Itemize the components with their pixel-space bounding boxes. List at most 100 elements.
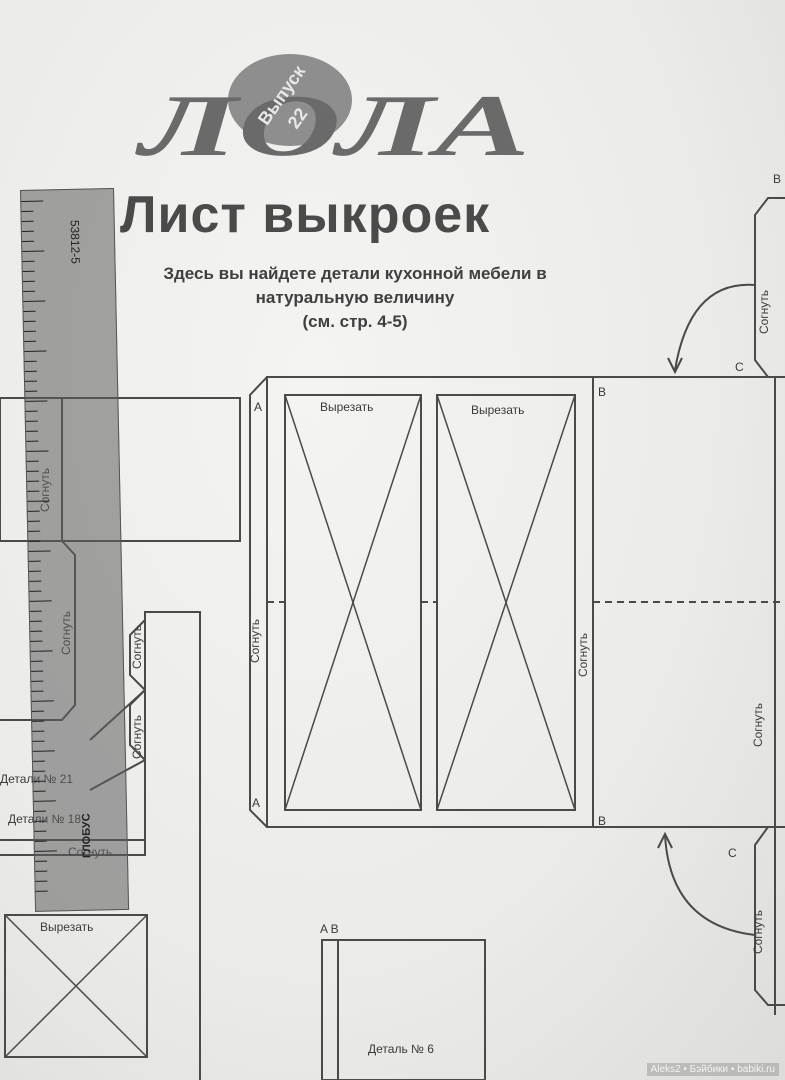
ruler-tick: [22, 270, 35, 272]
ruler-tick: [34, 840, 47, 842]
ruler-tick: [35, 860, 48, 862]
ruler-tick: [35, 880, 48, 882]
ruler-tick: [30, 640, 43, 642]
ruler-brand: ГЛОБУС: [80, 813, 94, 859]
ruler-tick: [31, 700, 54, 702]
ruler-tick: [22, 240, 35, 242]
ruler-tick: [35, 870, 48, 872]
ruler-tick: [25, 420, 38, 422]
ruler-tick: [28, 540, 41, 542]
point-ab: A B: [320, 922, 339, 936]
ruler-tick: [23, 330, 36, 332]
ruler-tick: [34, 820, 47, 822]
ruler: 53812-5 ГЛОБУС: [20, 188, 130, 912]
main-piece: [266, 376, 594, 828]
ruler-tick: [32, 760, 45, 762]
fold-label-bottom-flap: Согнуть: [751, 909, 766, 955]
ruler-tick: [33, 770, 46, 772]
logo-badge: [228, 54, 352, 146]
ruler-tick: [29, 580, 42, 582]
subtitle-line-2: натуральную величину: [255, 288, 455, 307]
point-a-bottom: A: [252, 796, 261, 810]
fold-label-top-flap: Согнуть: [757, 289, 772, 335]
ruler-tick: [21, 200, 44, 202]
ruler-tick: [31, 680, 44, 682]
ruler-tick: [25, 390, 38, 392]
ruler-tick: [30, 650, 53, 652]
fold-label-main: Согнуть: [576, 632, 591, 678]
ruler-tick: [27, 480, 40, 482]
ruler-tick: [30, 620, 43, 622]
ruler-tick: [27, 520, 40, 522]
point-b-bottom: B: [598, 814, 607, 828]
ruler-tick: [21, 210, 34, 212]
ruler-tick: [30, 630, 43, 632]
ruler-tick: [29, 600, 52, 602]
ruler-tick: [28, 560, 41, 562]
cut-label-1: Вырезать: [320, 400, 374, 414]
ruler-tick: [30, 660, 43, 662]
ruler-tick: [34, 830, 47, 832]
ruler-tick: [34, 810, 47, 812]
ruler-tick: [33, 790, 46, 792]
ruler-tick: [32, 750, 55, 752]
fold-label-right: Согнуть: [751, 702, 766, 748]
detail-6-label: Деталь № 6: [368, 1042, 434, 1056]
ruler-tick: [26, 450, 49, 452]
watermark-caption: Aleks2 • Бэйбики • babiki.ru: [646, 1063, 779, 1076]
ruler-tick: [24, 370, 37, 372]
ruler-tick: [24, 340, 37, 342]
ruler-tick: [28, 530, 41, 532]
ruler-tick: [26, 460, 39, 462]
ruler-tick: [22, 280, 35, 282]
subtitle-line-1: Здесь вы найдете детали кухонной мебели …: [163, 264, 547, 283]
logo-text: ЛОЛА: [135, 78, 530, 175]
ruler-tick: [24, 350, 47, 352]
ruler-tick: [31, 710, 44, 712]
ruler-tick: [31, 690, 44, 692]
cut-label-2: Вырезать: [471, 403, 525, 417]
ruler-tick: [23, 300, 46, 302]
subtitle: Здесь вы найдете детали кухонной мебели …: [95, 262, 615, 334]
ruler-tick: [26, 430, 39, 432]
page-title: Лист выкроек: [120, 186, 491, 244]
point-b-top: B: [598, 385, 607, 399]
ruler-tick: [27, 490, 40, 492]
ruler-tick: [26, 440, 39, 442]
ruler-tick: [23, 310, 36, 312]
point-a-top: A: [254, 400, 263, 414]
ruler-tick: [33, 780, 46, 782]
ruler-tick: [27, 510, 40, 512]
fold-label-small-1: Согнуть: [130, 624, 145, 670]
ruler-tick: [25, 410, 38, 412]
fold-label-small-2: Согнуть: [130, 714, 145, 760]
ruler-tick: [21, 220, 34, 222]
cut-label-3: Вырезать: [40, 920, 94, 934]
ruler-tick: [35, 890, 48, 892]
ruler-tick: [26, 470, 39, 472]
ruler-tick: [29, 610, 42, 612]
ruler-tick: [28, 570, 41, 572]
point-c-bottom: C: [728, 846, 737, 860]
point-c-top: C: [735, 360, 744, 374]
ruler-tick: [34, 850, 57, 852]
ruler-tick: [25, 400, 48, 402]
subtitle-line-3: (см. стр. 4-5): [302, 312, 408, 331]
ruler-tick: [29, 590, 42, 592]
ruler-tick: [27, 500, 50, 502]
ruler-tick: [28, 550, 51, 552]
point-b-corner: B: [773, 172, 782, 186]
logo-letters: ЛОЛА: [135, 78, 530, 175]
ruler-tick: [32, 730, 45, 732]
ruler-tick: [24, 360, 37, 362]
ruler-tick: [22, 260, 35, 262]
ruler-tick: [33, 800, 56, 802]
ruler-tick: [31, 670, 44, 672]
ruler-tick: [32, 720, 45, 722]
ruler-code: 53812-5: [67, 219, 83, 265]
fold-label-left-flap: Согнуть: [248, 618, 263, 664]
ruler-tick: [23, 290, 36, 292]
ruler-tick: [23, 320, 36, 322]
